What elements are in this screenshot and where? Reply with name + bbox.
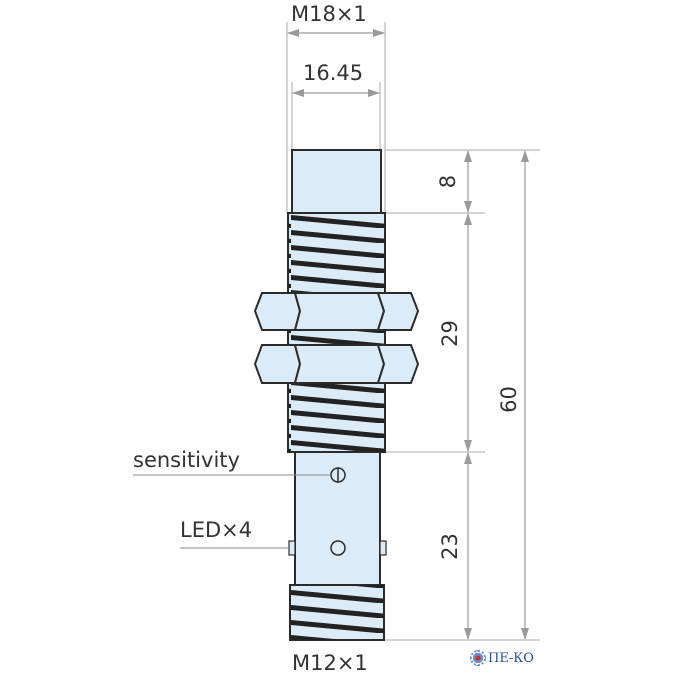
logo-text: ПЕ-КО (488, 650, 534, 666)
brand-logo: ПЕ-КО (470, 650, 534, 666)
label-led: LED×4 (180, 518, 253, 542)
dim-thread-top: M18×1 (291, 2, 367, 26)
nut-lower (253, 344, 420, 384)
leader-lines (133, 474, 331, 549)
label-sensitivity: sensitivity (133, 448, 240, 472)
gear-logo-icon (470, 650, 486, 666)
dim-cap-length: 8 (436, 174, 461, 189)
sensor-cap (291, 149, 382, 214)
led-indicator (330, 540, 346, 556)
dim-lower-body-length: 23 (437, 533, 462, 560)
dim-body-diameter: 16.45 (303, 61, 364, 85)
dim-total-length: 60 (496, 386, 521, 413)
dim-connector-thread: M12×1 (292, 651, 368, 675)
dim-thread-length: 29 (437, 320, 462, 347)
nut-upper (253, 292, 420, 331)
sensor-body (253, 149, 420, 641)
dimension-lines (287, 29, 529, 640)
